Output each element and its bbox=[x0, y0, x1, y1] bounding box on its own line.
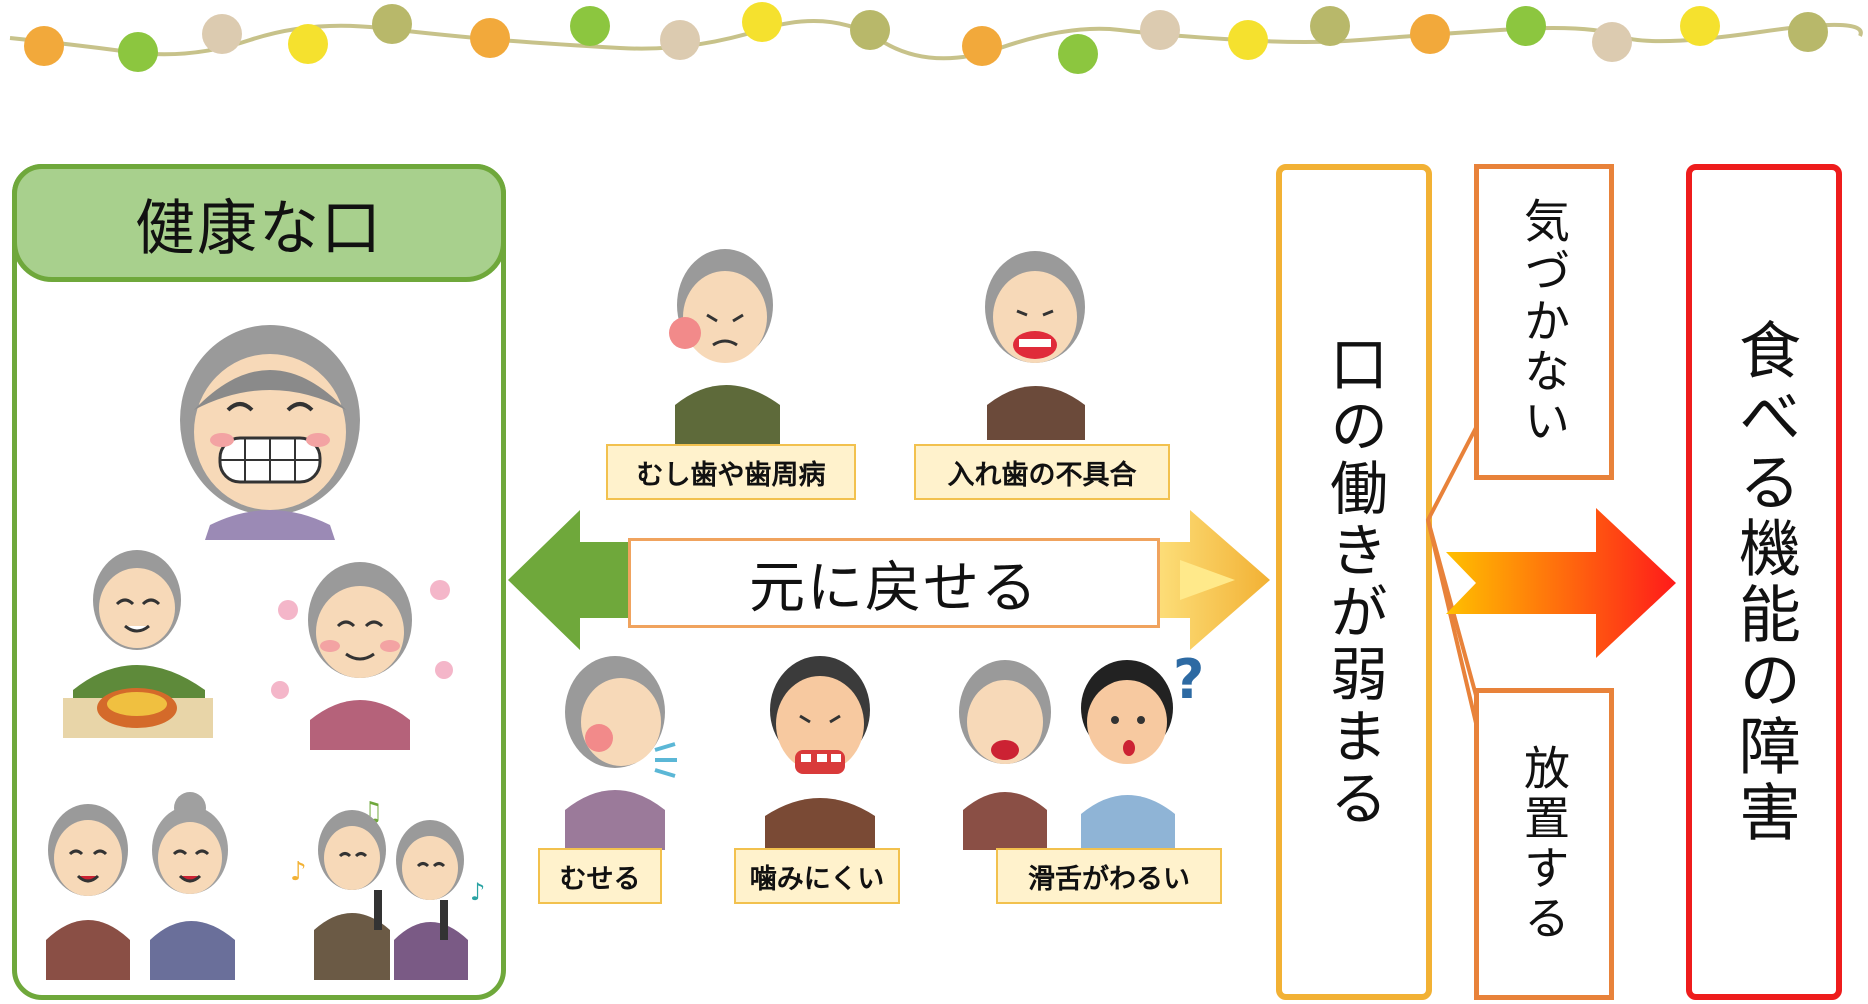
problem-label-choking: むせる bbox=[538, 848, 662, 904]
recover-banner: 元に戻せる bbox=[628, 538, 1160, 628]
garland-dot bbox=[962, 26, 1002, 66]
svg-text:♪: ♪ bbox=[470, 878, 485, 906]
svg-text:?: ? bbox=[1173, 650, 1204, 711]
problem-label-cavities: むし歯や歯周病 bbox=[606, 444, 856, 500]
oral-function-weakening-box: 口の働きが弱まる bbox=[1276, 164, 1432, 1000]
svg-text:♪: ♪ bbox=[290, 857, 307, 887]
garland-dot bbox=[1592, 22, 1632, 62]
unaware-box: 気づかない bbox=[1474, 164, 1614, 480]
neglect-box: 放置する bbox=[1474, 688, 1614, 1000]
problem-label-chewing: 噛みにくい bbox=[734, 848, 900, 904]
garland-dot bbox=[24, 26, 64, 66]
eating-function-disorder-box: 食べる機能の障害 bbox=[1686, 164, 1842, 1000]
garland-dot bbox=[850, 10, 890, 50]
garland-dot bbox=[288, 24, 328, 64]
garland-dot bbox=[470, 18, 510, 58]
neglect-text: 放置する bbox=[1517, 744, 1571, 944]
garland-dot bbox=[118, 32, 158, 72]
garland-dot bbox=[742, 2, 782, 42]
garland-dot bbox=[660, 20, 700, 60]
branch-connector-lower bbox=[1426, 519, 1482, 711]
smiling-grandma-illustration bbox=[180, 325, 360, 540]
woman-denture-illustration bbox=[985, 251, 1085, 440]
grandpa-eating-illustration bbox=[63, 550, 213, 738]
oral-function-weakening-text: 口の働きが弱まる bbox=[1320, 334, 1388, 830]
garland-dot bbox=[1680, 6, 1720, 46]
unaware-text: 気づかない bbox=[1517, 197, 1571, 447]
two-women-chatting-illustration bbox=[46, 792, 235, 980]
garland-dot bbox=[202, 14, 242, 54]
garland-dot bbox=[1788, 12, 1828, 52]
problem-label-articulation: 滑舌がわるい bbox=[996, 848, 1222, 904]
garland-dot bbox=[1410, 14, 1450, 54]
garland-dot bbox=[1058, 34, 1098, 74]
progress-arrow bbox=[1446, 508, 1676, 658]
eating-function-disorder-text: 食べる機能の障害 bbox=[1728, 318, 1801, 846]
woman-choking-illustration bbox=[565, 656, 677, 850]
bidirectional-arrow bbox=[508, 510, 1270, 650]
man-hard-to-chew-illustration bbox=[765, 656, 875, 850]
garland-dot bbox=[372, 4, 412, 44]
garland-dot bbox=[1310, 6, 1350, 46]
garland-dot bbox=[1140, 10, 1180, 50]
slurred-speech-illustration: ? bbox=[959, 650, 1204, 850]
smiling-woman-flowers-illustration bbox=[271, 562, 453, 750]
healthy-mouth-title: 健康な口 bbox=[12, 164, 506, 282]
garland-dot bbox=[1228, 20, 1268, 60]
dot-garland bbox=[9, 2, 1863, 74]
garland-dot bbox=[570, 6, 610, 46]
couple-singing-karaoke-illustration: ♪ ♫ ♪ bbox=[290, 800, 485, 980]
garland-dot bbox=[1506, 6, 1546, 46]
man-toothache-illustration bbox=[669, 249, 780, 445]
problem-label-denture: 入れ歯の不具合 bbox=[914, 444, 1170, 500]
